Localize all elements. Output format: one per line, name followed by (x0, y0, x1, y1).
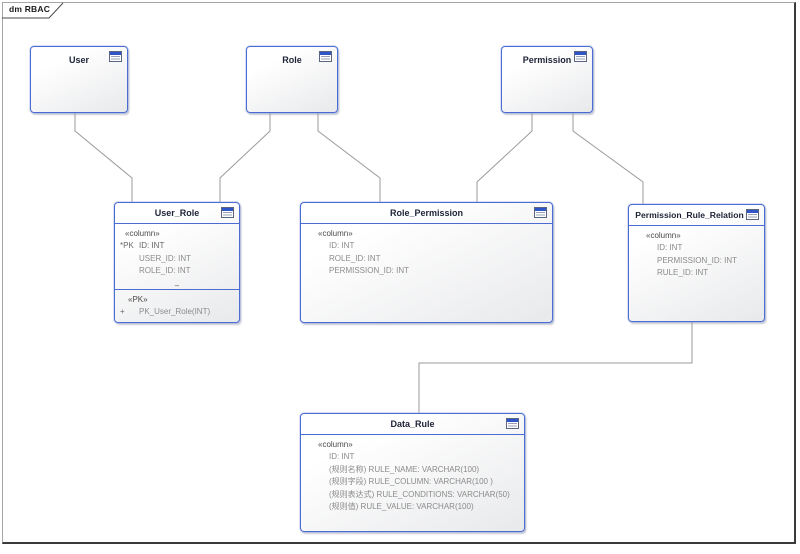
pk-row: + PK_User_Role(INT) (119, 306, 235, 319)
entity-name: Permission_Rule_Relation (635, 210, 744, 220)
connector-user-userrole[interactable] (74, 113, 133, 204)
stereotype-label: «column» (318, 440, 353, 449)
table-icon (221, 207, 234, 218)
columns-section: «column» ID: INT (规则名称) RULE_NAME: VARCH… (301, 435, 524, 514)
entity-title-bar: Permission_Rule_Relation (629, 205, 764, 226)
entity-title-bar: Data_Rule (301, 414, 524, 435)
column-row: USER_ID: INT (139, 253, 192, 263)
table-icon (534, 207, 547, 218)
entity-name: Role_Permission (389, 208, 464, 218)
columns-section: «column» ID: INT ROLE_ID: INT PERMISSION… (301, 224, 552, 278)
entity-name: Permission (522, 55, 572, 65)
entity-title-bar: User_Role (115, 203, 239, 224)
entity-name: Data_Rule (390, 419, 435, 429)
column-row: ID: INT (329, 452, 355, 461)
column-row: ID: INT (329, 241, 355, 250)
column-row: PERMISSION_ID: INT (329, 266, 410, 275)
column-row: (规则字段) RULE_COLUMN: VARCHAR(100 ) (329, 477, 493, 486)
entity-title-bar: User (31, 47, 127, 65)
entity-name: User (68, 55, 89, 65)
entity-name: Role (282, 55, 302, 65)
stereotype-label: «column» (318, 229, 353, 238)
entity-title-bar: Permission (502, 47, 592, 65)
pk-section: «PK» + PK_User_Role(INT) (115, 289, 239, 319)
entity-title-bar: Role (247, 47, 337, 65)
entity-user-role[interactable]: User_Role «column» *PK ID: INT USER_ID: … (114, 202, 240, 323)
stereotype-label: «column» (125, 229, 160, 238)
entity-user[interactable]: User (30, 46, 128, 113)
column-row: *PK ID: INT (119, 240, 235, 253)
entity-data-rule[interactable]: Data_Rule «column» ID: INT (规则名称) RULE_N… (300, 413, 525, 532)
entity-role-permission[interactable]: Role_Permission «column» ID: INT ROLE_ID… (300, 202, 553, 323)
columns-section: «column» *PK ID: INT USER_ID: INT ROLE_I… (115, 224, 239, 290)
table-icon (746, 209, 759, 220)
columns-section: «column» ID: INT PERMISSION_ID: INT RULE… (629, 226, 764, 280)
entity-permission[interactable]: Permission (501, 46, 593, 113)
column-row: (规则表达式) RULE_CONDITIONS: VARCHAR(50) (329, 489, 510, 499)
plus-prefix: + (120, 307, 125, 316)
frame-tab-outline (2, 2, 64, 19)
overflow-indicator: – (174, 281, 180, 290)
connector-role-rolepermission[interactable] (317, 113, 381, 204)
entity-role[interactable]: Role (246, 46, 338, 113)
entity-title-bar: Role_Permission (301, 203, 552, 224)
frame-tab-label: dm RBAC (9, 4, 51, 14)
connector-prr-datarule[interactable] (418, 322, 693, 414)
table-icon (574, 51, 587, 62)
stereotype-label: «PK» (128, 295, 148, 304)
column-row: (规则值) RULE_VALUE: VARCHAR(100) (329, 502, 474, 511)
column-row: ROLE_ID: INT (139, 266, 191, 275)
entity-name: User_Role (154, 208, 200, 218)
table-icon (319, 51, 332, 62)
column-row: (规则名称) RULE_NAME: VARCHAR(100) (329, 464, 480, 474)
connector-permission-prr[interactable] (572, 113, 644, 206)
pk-prefix: *PK (120, 241, 134, 250)
column-row: RULE_ID: INT (657, 268, 709, 277)
connector-role-userrole[interactable] (219, 113, 271, 204)
column-row: ROLE_ID: INT (329, 253, 381, 263)
stereotype-label: «column» (646, 231, 681, 240)
column-row: ID: INT (657, 243, 683, 252)
column-row: PERMISSION_ID: INT (657, 255, 738, 265)
table-icon (506, 418, 519, 429)
table-icon (109, 51, 122, 62)
connector-permission-rolepermission[interactable] (476, 113, 533, 204)
entity-permission-rule-relation[interactable]: Permission_Rule_Relation «column» ID: IN… (628, 204, 765, 322)
